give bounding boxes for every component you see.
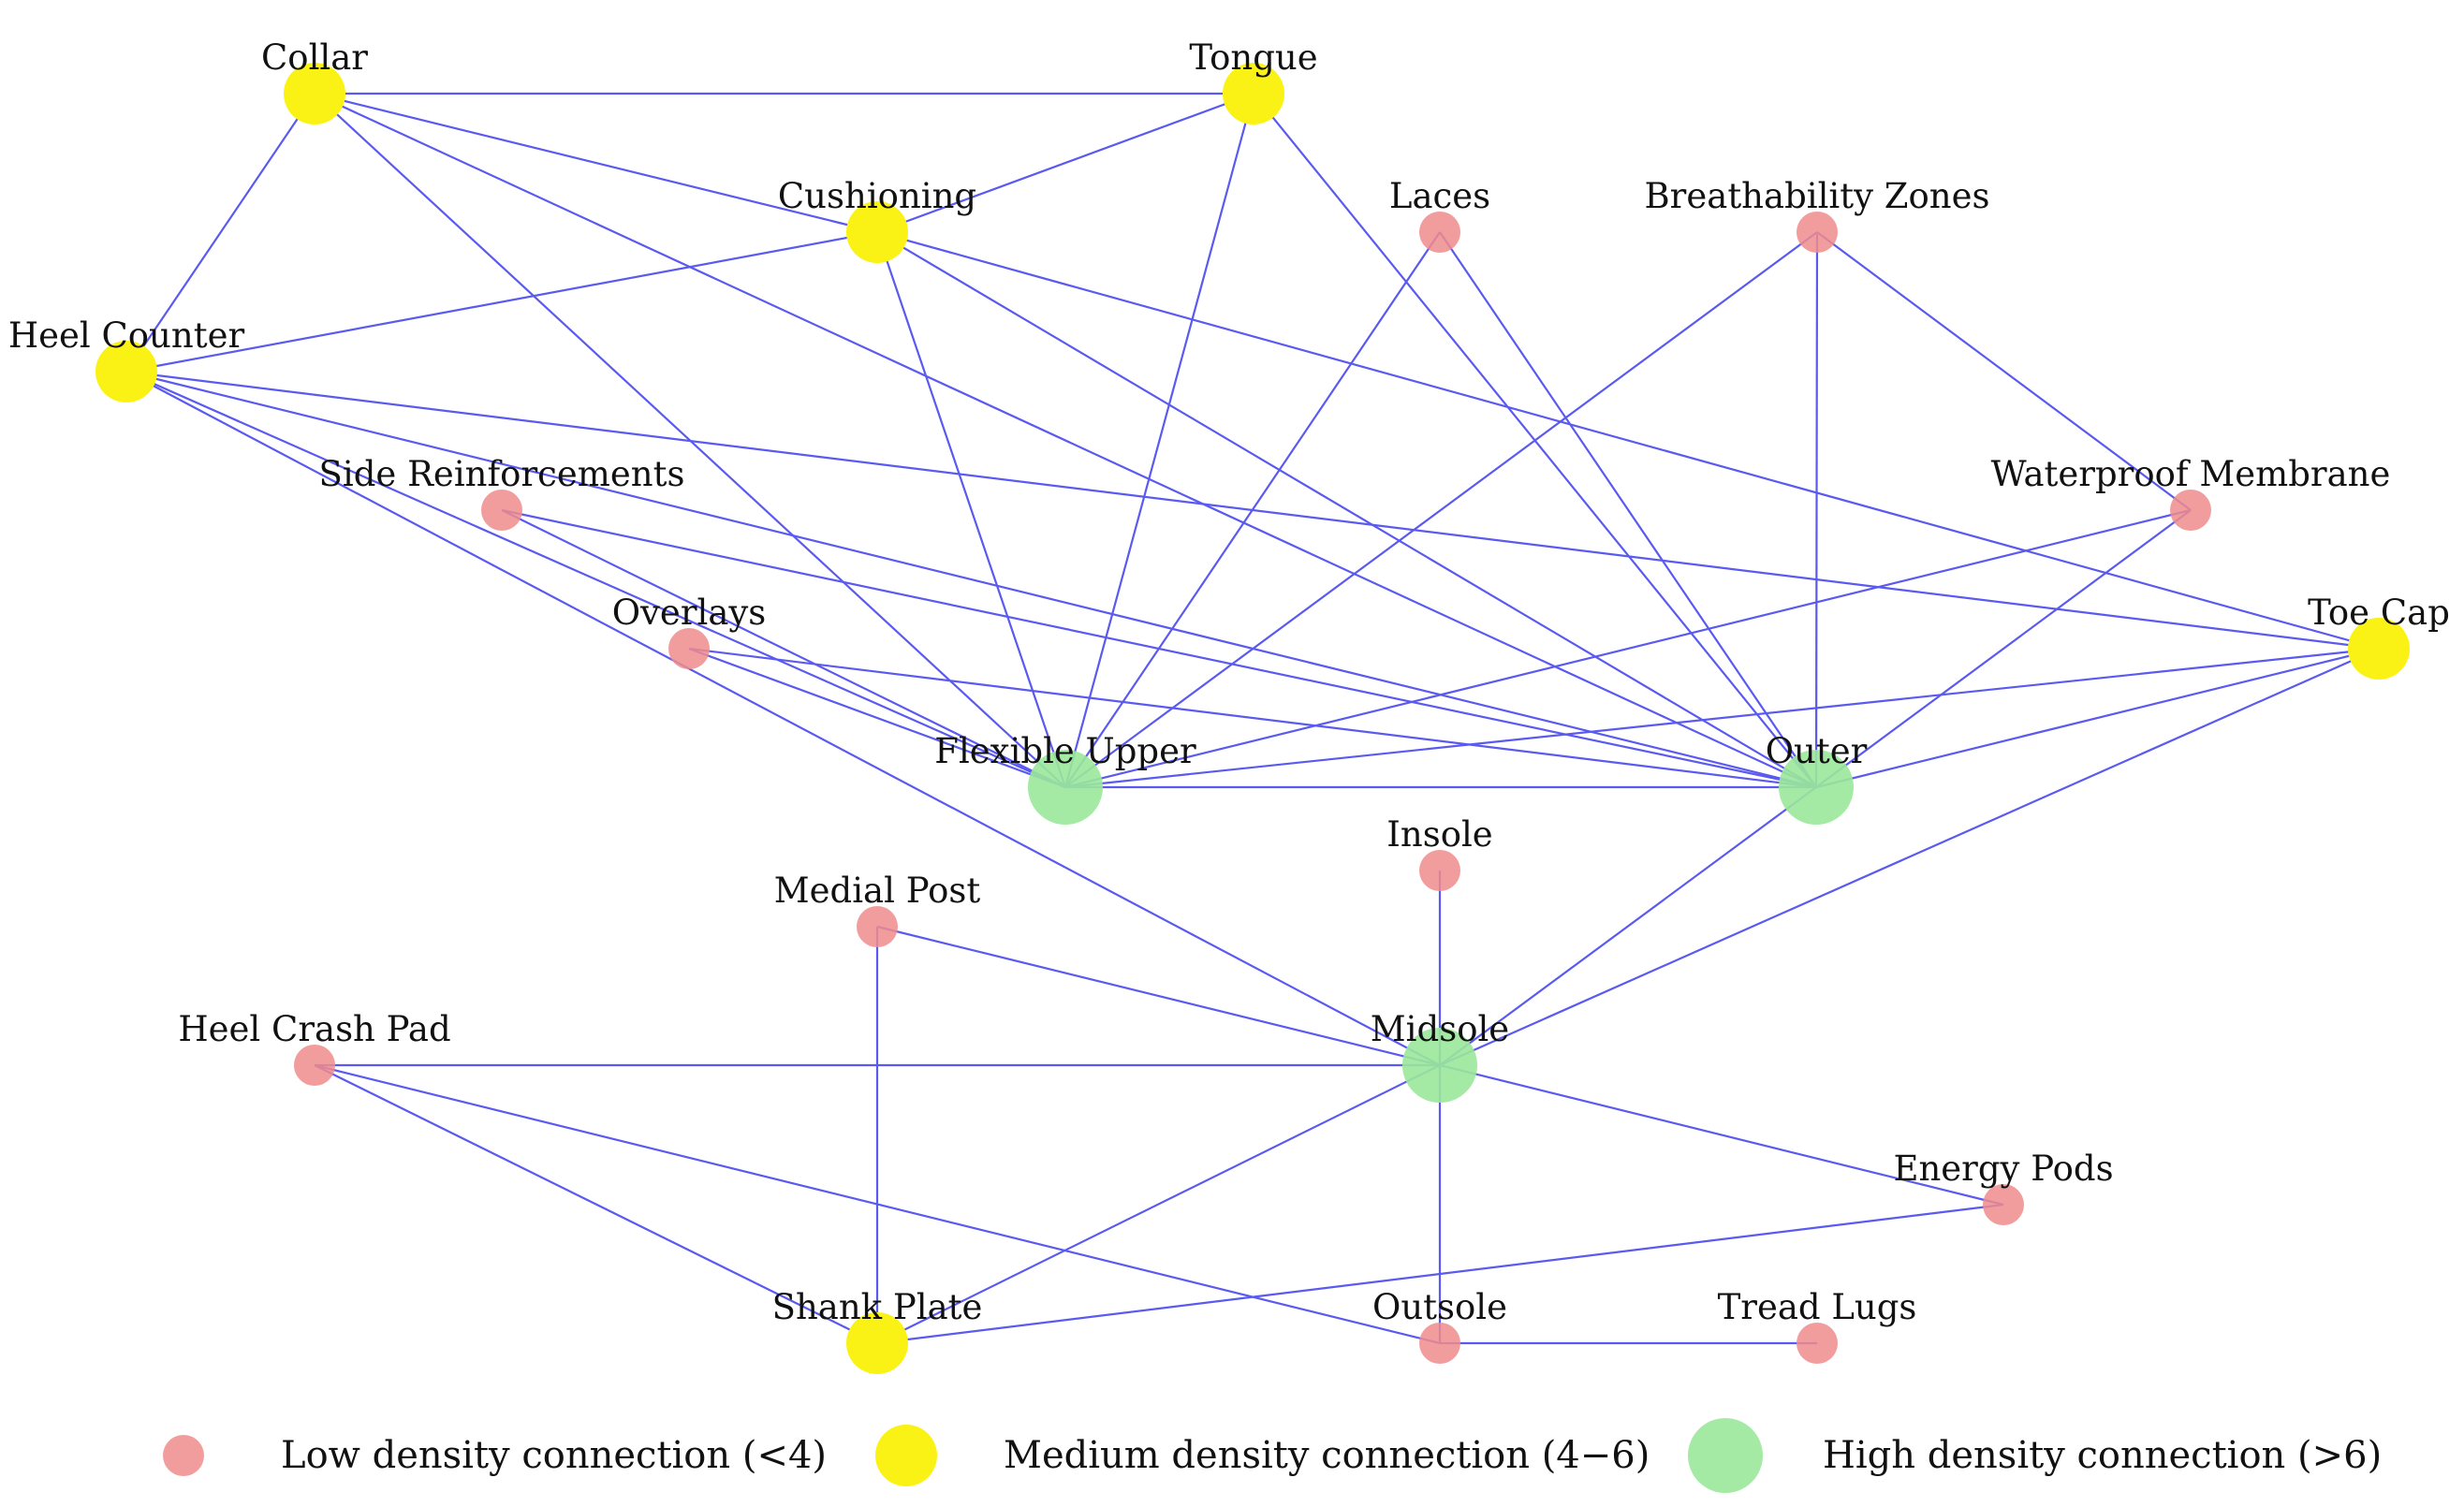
node-label-tread_lugs: Tread Lugs bbox=[1718, 1287, 1917, 1327]
edge-energy_pods-shank_plate bbox=[876, 1203, 2004, 1345]
edge-toe_cap-flex_upper bbox=[1064, 647, 2380, 789]
node-label-cushioning: Cushioning bbox=[778, 176, 976, 216]
node-label-flex_upper: Flexible Upper bbox=[934, 731, 1196, 771]
edge-layer bbox=[125, 92, 2380, 1345]
node-cushioning bbox=[846, 201, 908, 263]
edge-waterproof-flex_upper bbox=[1064, 508, 2192, 789]
node-flex_upper bbox=[1028, 750, 1103, 825]
node-label-tongue: Tongue bbox=[1189, 37, 1317, 78]
node-waterproof bbox=[2170, 490, 2211, 531]
node-outsole bbox=[1419, 1323, 1460, 1364]
edge-breathability-flex_upper bbox=[1064, 231, 1818, 788]
node-label-overlays: Overlays bbox=[612, 593, 767, 633]
edge-waterproof-outer bbox=[1815, 509, 2192, 788]
node-label-heel_crash: Heel Crash Pad bbox=[178, 1009, 450, 1049]
legend-label-medium: Medium density connection (4−6) bbox=[1004, 1434, 1650, 1477]
edge-toe_cap-midsole bbox=[1439, 647, 2380, 1067]
node-midsole bbox=[1402, 1028, 1477, 1103]
edge-medial_post-midsole bbox=[876, 925, 1441, 1067]
edge-heel_counter-outer bbox=[125, 370, 1817, 789]
edge-side_reinf-outer bbox=[501, 508, 1817, 789]
edge-heel_counter-flex_upper bbox=[125, 370, 1066, 789]
legend-swatch-low bbox=[163, 1435, 204, 1476]
node-label-toe_cap: Toe Cap bbox=[2308, 593, 2450, 633]
legend-label-high: High density connection (>6) bbox=[1823, 1434, 2382, 1477]
edge-collar-outer bbox=[314, 93, 1817, 788]
edge-tongue-flex_upper bbox=[1063, 93, 1255, 788]
node-label-laces: Laces bbox=[1389, 176, 1490, 216]
edge-breathability-waterproof bbox=[1816, 231, 2192, 511]
legend-label-low: Low density connection (<4) bbox=[281, 1434, 827, 1477]
edge-midsole-shank_plate bbox=[876, 1064, 1441, 1344]
edge-cushioning-outer bbox=[876, 231, 1817, 788]
edge-overlays-outer bbox=[688, 647, 1817, 789]
edge-outer-midsole bbox=[1439, 786, 1817, 1066]
edge-toe_cap-outer bbox=[1815, 647, 2380, 789]
node-label-shank_plate: Shank Plate bbox=[772, 1287, 983, 1327]
node-label-breathability: Breathability Zones bbox=[1644, 176, 1989, 216]
node-layer bbox=[95, 63, 2410, 1374]
node-energy_pods bbox=[1983, 1184, 2024, 1225]
edge-heel_counter-toe_cap bbox=[125, 370, 2380, 651]
node-insole bbox=[1419, 850, 1460, 891]
node-label-outer: Outer bbox=[1766, 731, 1868, 771]
node-overlays bbox=[668, 628, 710, 669]
edge-collar-heel_counter bbox=[125, 93, 315, 373]
edge-overlays-flex_upper bbox=[688, 647, 1066, 789]
node-breathability bbox=[1797, 212, 1838, 253]
legend-swatch-high bbox=[1688, 1418, 1763, 1493]
node-tread_lugs bbox=[1797, 1323, 1838, 1364]
node-toe_cap bbox=[2348, 618, 2410, 680]
legend-swatch-medium bbox=[875, 1425, 937, 1486]
node-label-energy_pods: Energy Pods bbox=[1893, 1149, 2113, 1189]
edge-heel_crash-shank_plate bbox=[314, 1064, 878, 1344]
node-laces bbox=[1419, 212, 1460, 253]
node-label-waterproof: Waterproof Membrane bbox=[1991, 454, 2391, 494]
node-outer bbox=[1779, 750, 1854, 825]
node-label-collar: Collar bbox=[261, 37, 368, 78]
edge-tongue-cushioning bbox=[876, 92, 1254, 234]
node-label-side_reinf: Side Reinforcements bbox=[319, 454, 685, 494]
edge-cushioning-toe_cap bbox=[876, 230, 2380, 651]
edge-midsole-energy_pods bbox=[1439, 1063, 2004, 1207]
node-shank_plate bbox=[846, 1312, 908, 1374]
node-side_reinf bbox=[481, 490, 522, 531]
node-tongue bbox=[1223, 63, 1284, 124]
node-label-insole: Insole bbox=[1386, 814, 1492, 855]
node-label-medial_post: Medial Post bbox=[774, 871, 981, 911]
node-heel_counter bbox=[95, 341, 157, 402]
edge-cushioning-heel_counter bbox=[125, 230, 878, 373]
edge-cushioning-flex_upper bbox=[875, 231, 1067, 788]
edge-laces-outer bbox=[1439, 231, 1817, 788]
edge-heel_counter-midsole bbox=[125, 371, 1441, 1066]
edge-breathability-outer bbox=[1814, 231, 1819, 788]
legend: Low density connection (<4) Medium densit… bbox=[163, 1418, 2382, 1493]
node-label-midsole: Midsole bbox=[1371, 1009, 1509, 1049]
node-heel_crash bbox=[294, 1045, 335, 1086]
edge-collar-cushioning bbox=[314, 92, 878, 234]
node-label-outsole: Outsole bbox=[1372, 1287, 1507, 1327]
node-label-heel_counter: Heel Counter bbox=[8, 315, 245, 356]
node-collar bbox=[284, 63, 345, 124]
node-medial_post bbox=[857, 906, 898, 947]
edge-side_reinf-flex_upper bbox=[501, 509, 1066, 788]
